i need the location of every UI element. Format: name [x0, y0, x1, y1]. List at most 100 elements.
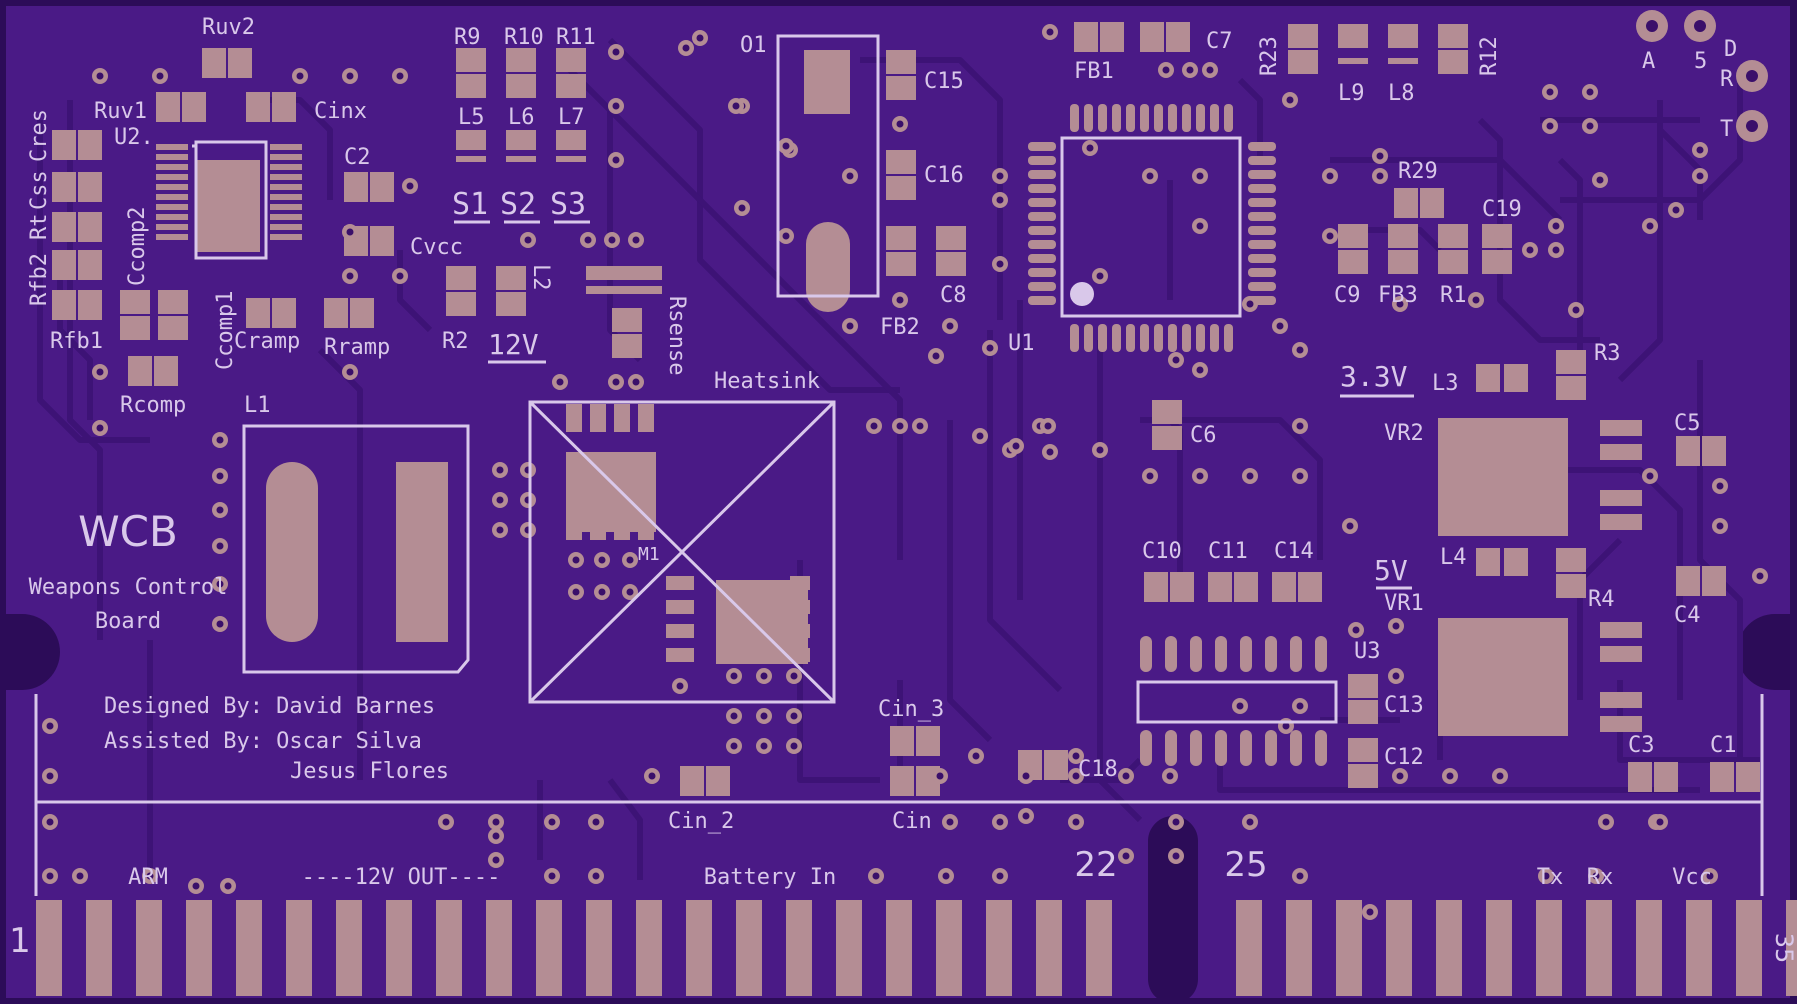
finger — [686, 900, 712, 996]
pad-u3-pin — [1165, 636, 1177, 672]
u2-outline — [194, 140, 268, 260]
pad-c14 — [1272, 572, 1296, 602]
via-hole — [192, 882, 200, 890]
pad-u1-pin — [1126, 324, 1135, 352]
via-hole — [1072, 752, 1080, 760]
pad-m2-leg — [790, 648, 810, 662]
via-hole — [346, 228, 354, 236]
via-hole — [1716, 522, 1724, 530]
label-o1: O1 — [740, 33, 767, 58]
pad-vr1 — [1438, 618, 1568, 736]
header-hole-drill — [1746, 70, 1758, 82]
label-c1: C1 — [1710, 733, 1737, 758]
pad-l9 — [1338, 24, 1368, 48]
edge-pin-25: 25 — [1224, 845, 1267, 885]
label-3v3: 3.3V — [1340, 360, 1408, 393]
pad-l3 — [1504, 364, 1528, 392]
finger — [786, 900, 812, 996]
label-r11: R11 — [556, 25, 596, 50]
via-hole — [296, 72, 304, 80]
pad-cin3 — [916, 726, 940, 756]
heatsink-outline — [528, 400, 836, 704]
via-hole — [1296, 422, 1304, 430]
pad-c3 — [1628, 762, 1652, 792]
pad-r3 — [1556, 350, 1586, 374]
label-s2: S2 — [500, 187, 536, 222]
pad-r2 — [446, 266, 476, 290]
label-rfb1: Rfb1 — [50, 329, 103, 354]
via-hole — [1196, 366, 1204, 374]
via-hole — [1096, 446, 1104, 454]
label-l2: L2 — [528, 264, 553, 291]
label-cin: Cin — [892, 809, 932, 834]
vias-layer — [42, 10, 1768, 920]
pad-u1-pin — [1224, 104, 1233, 132]
via-hole — [216, 472, 224, 480]
pad-u1-pin — [1224, 324, 1233, 352]
pad-u2-pin — [156, 214, 188, 220]
pad-c7 — [1140, 22, 1164, 52]
via-hole — [492, 818, 500, 826]
pad-u1-pin — [1126, 104, 1135, 132]
label-c2: C2 — [344, 145, 371, 170]
via-hole — [846, 172, 854, 180]
credit-designed: Designed By: David Barnes — [104, 694, 435, 719]
label-r9: R9 — [454, 25, 481, 50]
pad-o1-top — [804, 50, 850, 114]
pad-u3-pin — [1165, 730, 1177, 766]
label-rramp: Rramp — [324, 335, 390, 360]
edge-label-battery: Battery In — [704, 865, 836, 890]
via-hole — [1392, 672, 1400, 680]
label-r3: R3 — [1594, 341, 1621, 366]
finger — [486, 900, 512, 996]
via-hole — [1122, 852, 1130, 860]
header-hole-drill — [1646, 20, 1658, 32]
pad-m1-leg — [566, 404, 582, 432]
pad-u2-pin — [156, 144, 188, 150]
pad-ccomp1 — [158, 290, 188, 314]
pad-led — [456, 130, 486, 150]
via-hole — [216, 436, 224, 444]
pad-c11 — [1234, 572, 1258, 602]
pad-m1-leg — [590, 404, 606, 432]
via-hole — [216, 620, 224, 628]
pad-vr2-cap — [1600, 444, 1642, 460]
left-notch — [0, 614, 60, 690]
label-ccomp2: Ccomp2 — [125, 207, 150, 286]
trace — [37, 120, 150, 443]
pad-vr2-cap — [1600, 420, 1642, 436]
finger — [1686, 900, 1712, 996]
via-hole — [1046, 448, 1054, 456]
via-hole — [1326, 172, 1334, 180]
via-hole — [932, 352, 940, 360]
via-hole — [1396, 300, 1404, 308]
via-hole — [1546, 88, 1554, 96]
finger — [1536, 900, 1562, 996]
via-hole — [1172, 818, 1180, 826]
via-hole — [1096, 272, 1104, 280]
pad-ruv1 — [182, 92, 206, 122]
pad-r29 — [1420, 188, 1444, 218]
finger — [1336, 900, 1362, 996]
pad-u2-pin — [156, 194, 188, 200]
finger — [1236, 900, 1262, 996]
label-c3: C3 — [1628, 733, 1655, 758]
via-hole — [996, 260, 1004, 268]
finger — [1486, 900, 1512, 996]
pad-u3-pin — [1215, 636, 1227, 672]
pad-cin2 — [680, 766, 704, 796]
pad-u1-pin — [1248, 184, 1276, 193]
pad-c14 — [1298, 572, 1322, 602]
pad-m2-leg — [790, 576, 810, 590]
pad-vr2-cap — [1600, 490, 1642, 506]
silkscreen-layer — [192, 34, 1414, 724]
label-ccomp1: Ccomp1 — [213, 291, 238, 370]
pad-u1-pin — [1248, 254, 1276, 263]
pad-r4 — [1556, 548, 1586, 572]
via-hole — [790, 712, 798, 720]
pad-m2-leg — [790, 624, 810, 638]
finger — [236, 900, 262, 996]
pad-u1-pin — [1248, 268, 1276, 277]
pad-u3-pin — [1315, 636, 1327, 672]
pad-led — [506, 156, 536, 162]
